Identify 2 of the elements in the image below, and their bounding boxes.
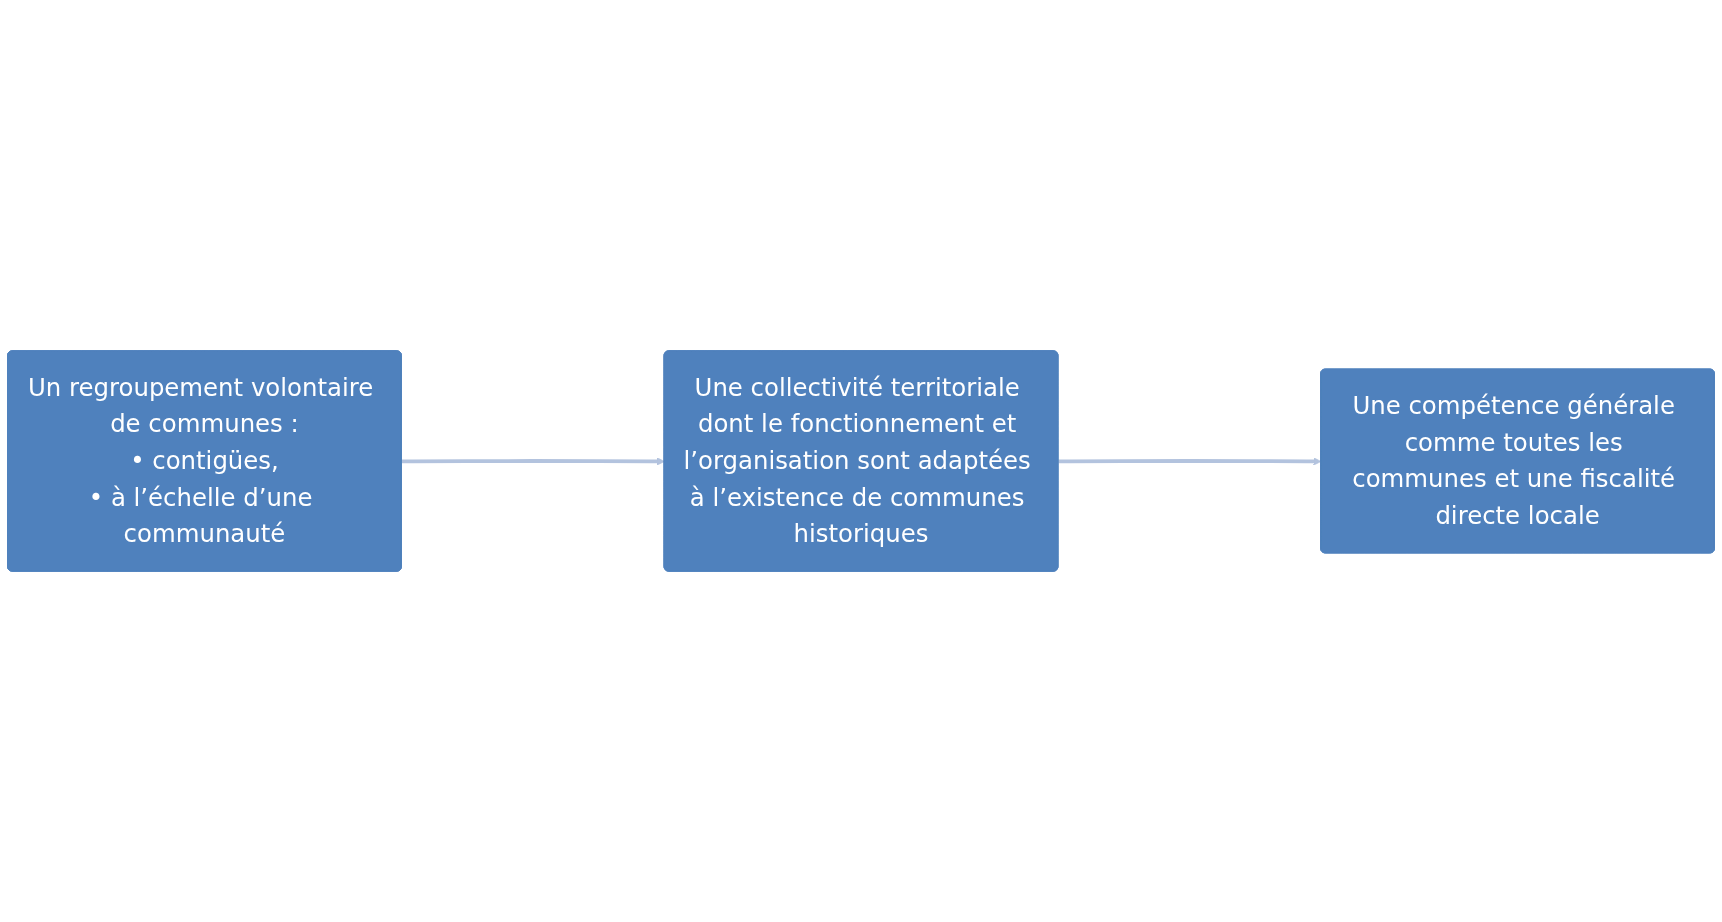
arrow [401, 457, 665, 466]
arrow [1058, 457, 1322, 466]
